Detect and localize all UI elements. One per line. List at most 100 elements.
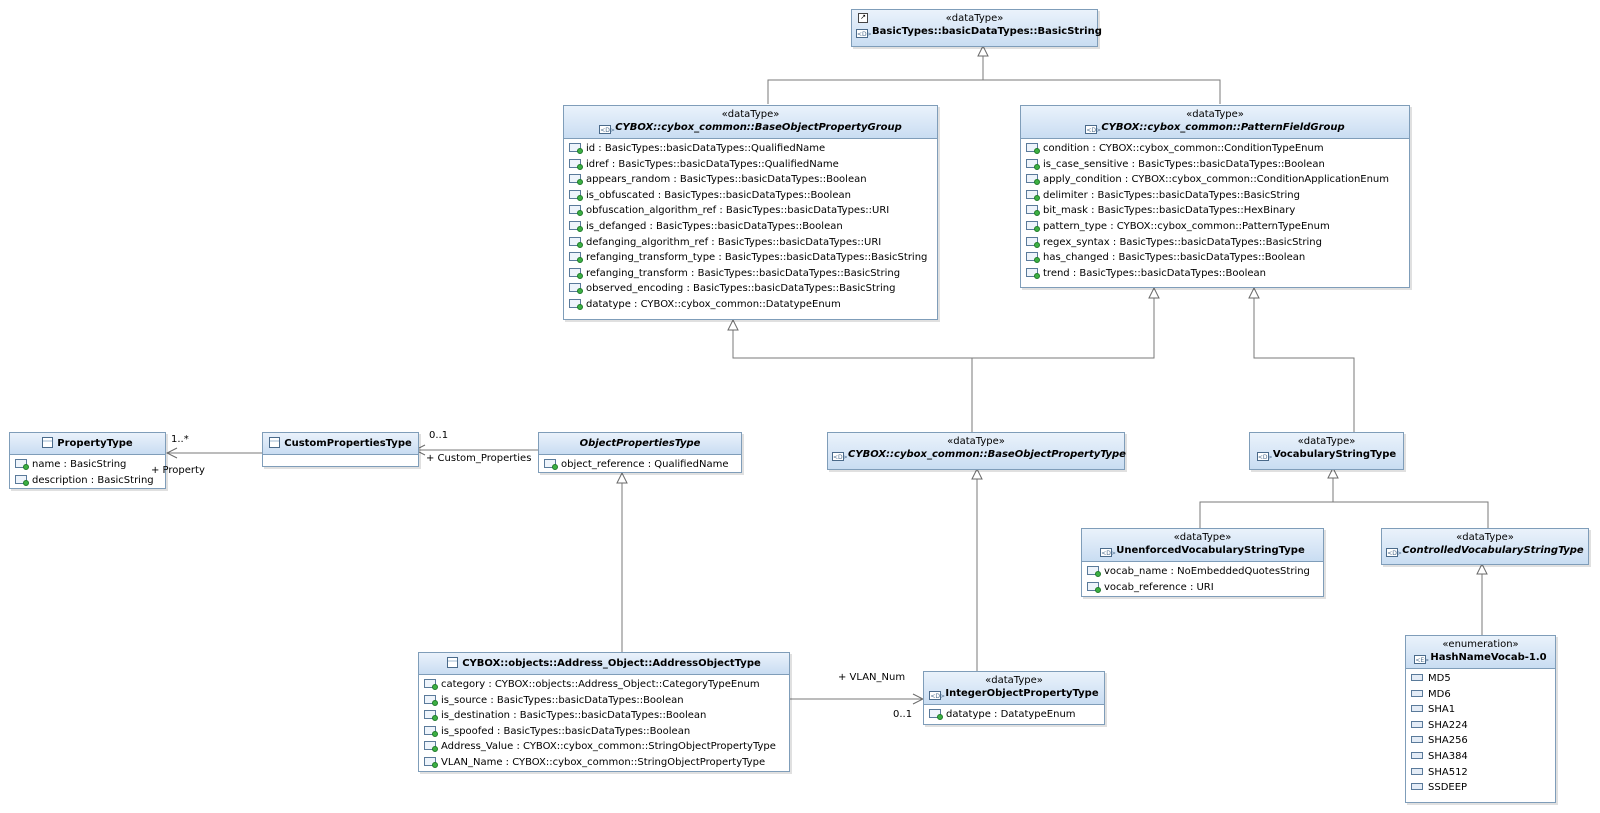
attribute-row: pattern_type : CYBOX::cybox_common::Patt…	[1026, 219, 1406, 235]
attribute-text: has_changed : BasicTypes::basicDataTypes…	[1043, 252, 1306, 264]
class-header: CYBOX::objects::Address_Object::AddressO…	[419, 653, 789, 675]
attribute-row: name : BasicString	[15, 457, 162, 473]
datatype-icon: <D>	[1386, 548, 1402, 557]
attribute-text: is_defanged : BasicTypes::basicDataTypes…	[586, 220, 843, 232]
class-header: «dataType» <D>CYBOX::cybox_common::BaseO…	[564, 106, 937, 139]
datatype-icon: <D>	[1256, 452, 1273, 461]
literal-text: MD5	[1428, 673, 1451, 684]
attribute-text: category : CYBOX::objects::Address_Objec…	[441, 679, 760, 690]
attribute-icon	[569, 283, 583, 295]
attribute-row: refanging_transform_type : BasicTypes::b…	[569, 250, 934, 266]
attribute-text: vocab_reference : URI	[1104, 581, 1214, 593]
stereotype: «dataType»	[1456, 532, 1514, 543]
class-icon	[42, 437, 54, 448]
class-integer-object-property-type[interactable]: «dataType» <D>IntegerObjectPropertyType …	[923, 671, 1105, 725]
attribute-row: defanging_algorithm_ref : BasicTypes::ba…	[569, 235, 934, 251]
attribute-text: regex_syntax : BasicTypes::basicDataType…	[1043, 236, 1322, 248]
attribute-text: observed_encoding : BasicTypes::basicDat…	[586, 283, 896, 295]
attribute-text: description : BasicString	[32, 474, 154, 486]
attribute-icon	[1026, 189, 1040, 201]
attribute-text: is_obfuscated : BasicTypes::basicDataTyp…	[586, 189, 851, 201]
class-controlled-vocabulary-string-type[interactable]: «dataType» <D>ControlledVocabularyString…	[1381, 528, 1589, 565]
class-name: PropertyType	[57, 438, 133, 449]
class-name: CustomPropertiesType	[284, 438, 412, 449]
class-header: PropertyType	[10, 433, 165, 455]
attribute-icon	[569, 236, 583, 248]
attribute-row: is_destination : BasicTypes::basicDataTy…	[424, 708, 786, 724]
attribute-text: VLAN_Name : CYBOX::cybox_common::StringO…	[441, 756, 766, 768]
literal-text: SHA512	[1428, 766, 1468, 778]
literal-text: SHA224	[1428, 719, 1468, 731]
attribute-list: object_reference : QualifiedName	[539, 455, 741, 475]
class-base-object-property-group[interactable]: «dataType» <D>CYBOX::cybox_common::BaseO…	[563, 105, 938, 320]
enum-literal: SHA384	[1411, 749, 1552, 765]
literal-text: SHA256	[1428, 735, 1468, 747]
stereotype: «dataType»	[985, 675, 1043, 686]
attribute-icon	[569, 298, 583, 310]
attribute-icon	[1026, 158, 1040, 170]
attribute-text: is_spoofed : BasicTypes::basicDataTypes:…	[441, 725, 691, 737]
attribute-icon	[424, 679, 438, 690]
attribute-row: appears_random : BasicTypes::basicDataTy…	[569, 172, 934, 188]
attribute-row: category : CYBOX::objects::Address_Objec…	[424, 677, 786, 693]
enumeration-icon: <E>	[1414, 655, 1430, 664]
datatype-icon: <D>	[1085, 125, 1101, 134]
datatype-icon: <D>	[1100, 548, 1116, 557]
attribute-icon	[1026, 143, 1040, 154]
class-object-properties-type[interactable]: ObjectPropertiesType object_reference : …	[538, 432, 742, 473]
literal-text: SHA384	[1428, 750, 1468, 762]
class-header: «dataType» <D>CYBOX::cybox_common::Patte…	[1021, 106, 1409, 139]
attribute-icon	[15, 474, 29, 486]
attribute-icon	[424, 710, 438, 722]
attribute-icon	[569, 252, 583, 264]
class-basic-string[interactable]: ↗ «dataType» <D>BasicTypes::basicDataTyp…	[851, 9, 1102, 47]
class-name: CYBOX::cybox_common::BaseObjectPropertyT…	[848, 449, 1126, 460]
attribute-row: is_defanged : BasicTypes::basicDataTypes…	[569, 219, 934, 235]
literal-icon	[1411, 736, 1423, 744]
generalization-unenforced-to-vst	[1199, 468, 1333, 528]
class-address-object-type[interactable]: CYBOX::objects::Address_Object::AddressO…	[418, 652, 790, 772]
class-name: CYBOX::cybox_common::BaseObjectPropertyG…	[615, 122, 902, 133]
attribute-icon	[929, 709, 943, 720]
class-name: ControlledVocabularyStringType	[1402, 545, 1584, 556]
attribute-icon	[1026, 236, 1040, 248]
literal-text: SHA1	[1428, 704, 1456, 716]
attribute-row: delimiter : BasicTypes::basicDataTypes::…	[1026, 188, 1406, 204]
class-base-object-property-type[interactable]: «dataType» <D>CYBOX::cybox_common::BaseO…	[827, 432, 1126, 470]
class-name: BasicTypes::basicDataTypes::BasicString	[872, 26, 1102, 37]
literal-icon	[1411, 689, 1423, 697]
literal-text: SSDEEP	[1428, 782, 1468, 794]
enum-literal: SSDEEP	[1411, 780, 1552, 796]
attribute-text: defanging_algorithm_ref : BasicTypes::ba…	[586, 236, 882, 248]
attribute-icon	[569, 158, 583, 170]
attribute-row: description : BasicString	[15, 473, 162, 489]
attribute-icon	[424, 694, 438, 706]
class-pattern-field-group[interactable]: «dataType» <D>CYBOX::cybox_common::Patte…	[1020, 105, 1410, 288]
attribute-icon	[569, 267, 583, 279]
attribute-icon	[569, 189, 583, 201]
generalization-pfg-to-basicstring	[983, 79, 1221, 104]
class-vocabulary-string-type[interactable]: «dataType» <D>VocabularyStringType	[1249, 432, 1404, 470]
attribute-icon	[569, 205, 583, 217]
attribute-row: refanging_transform : BasicTypes::basicD…	[569, 266, 934, 282]
attribute-list: category : CYBOX::objects::Address_Objec…	[419, 675, 789, 773]
attribute-row: regex_syntax : BasicTypes::basicDataType…	[1026, 235, 1406, 251]
attribute-icon	[1087, 566, 1101, 577]
attribute-text: is_source : BasicTypes::basicDataTypes::…	[441, 694, 684, 706]
attribute-text: condition : CYBOX::cybox_common::Conditi…	[1043, 143, 1324, 154]
stereotype: «dataType»	[947, 436, 1005, 447]
enum-literal: SHA512	[1411, 765, 1552, 781]
class-property-type[interactable]: PropertyType name : BasicString descripti…	[9, 432, 166, 489]
class-header: ObjectPropertiesType	[539, 433, 741, 455]
stereotype: «enumeration»	[1442, 639, 1519, 650]
literal-icon	[1411, 720, 1423, 728]
class-custom-properties-type[interactable]: CustomPropertiesType	[262, 432, 419, 467]
attribute-row: id : BasicTypes::basicDataTypes::Qualifi…	[569, 141, 934, 157]
class-name: ObjectPropertiesType	[579, 438, 701, 449]
class-header: «dataType» <D>ControlledVocabularyString…	[1382, 529, 1588, 564]
attribute-text: name : BasicString	[32, 459, 127, 470]
class-unenforced-vocabulary-string-type[interactable]: «dataType» <D>UnenforcedVocabularyString…	[1081, 528, 1324, 597]
attribute-icon	[569, 143, 583, 154]
